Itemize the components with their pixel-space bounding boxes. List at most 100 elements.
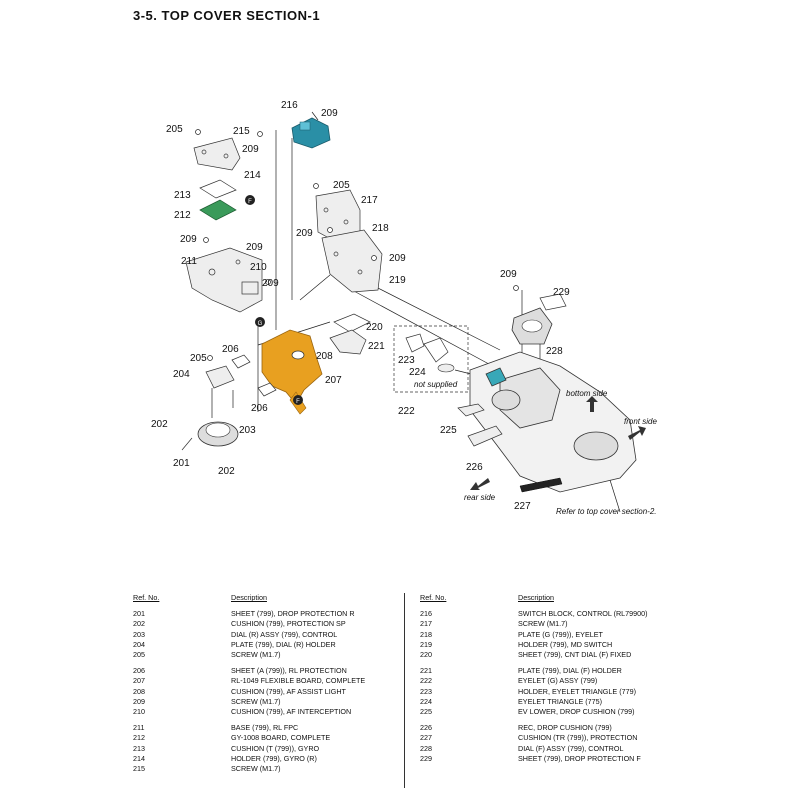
table-row: 213 CUSHION (T (799)), GYRO bbox=[133, 744, 365, 754]
description: EYELET TRIANGLE (775) bbox=[518, 696, 603, 706]
sheet-220 bbox=[333, 313, 371, 333]
rear-side-arrow-icon bbox=[470, 478, 490, 490]
callout-205: 205 bbox=[333, 180, 350, 191]
holder-214 bbox=[193, 137, 241, 171]
description: RL-1049 FLEXIBLE BOARD, COMPLETE bbox=[231, 676, 366, 686]
callout-210: 210 bbox=[250, 262, 267, 273]
page-title: 3-5. TOP COVER SECTION-1 bbox=[133, 8, 321, 23]
svg-text:G: G bbox=[258, 321, 263, 327]
top-cover-body bbox=[469, 351, 637, 493]
ref-no: 227 bbox=[420, 733, 432, 743]
ref-no: 217 bbox=[420, 619, 432, 629]
table-row: 217 SCREW (M1.7) bbox=[420, 619, 648, 629]
ref-no: 216 bbox=[420, 609, 432, 619]
description: SHEET (799), CNT DIAL (F) FIXED bbox=[518, 650, 632, 660]
refer-note: Refer to top cover section-2. bbox=[556, 507, 657, 516]
callout-209: 209 bbox=[246, 242, 263, 253]
front-side-arrow-icon bbox=[628, 426, 646, 440]
ref-no: 210 bbox=[133, 707, 145, 717]
description: GY-1008 BOARD, COMPLETE bbox=[231, 733, 331, 743]
cushion-226 bbox=[467, 425, 503, 447]
table-header: Ref. No. Description bbox=[133, 593, 365, 603]
description: CUSHION (799), AF ASSIST LIGHT bbox=[231, 686, 346, 696]
cushion-227 bbox=[519, 477, 563, 493]
ref-no: 212 bbox=[133, 733, 145, 743]
description: CUSHION (T (799)), GYRO bbox=[231, 743, 320, 753]
ref-no: 218 bbox=[420, 629, 432, 639]
callout-223: 223 bbox=[398, 355, 415, 366]
callout-209: 209 bbox=[180, 234, 197, 245]
description: SWITCH BLOCK, CONTROL (RL79900) bbox=[518, 609, 648, 619]
callout-208: 208 bbox=[316, 351, 333, 362]
callout-202: 202 bbox=[151, 419, 168, 430]
header-desc: Description bbox=[518, 593, 554, 602]
callout-226: 226 bbox=[466, 462, 483, 473]
callout-229: 229 bbox=[553, 287, 570, 298]
table-row: 204 PLATE (799), DIAL (R) HOLDER bbox=[133, 640, 365, 650]
description: PLATE (799), DIAL (F) HOLDER bbox=[518, 666, 622, 676]
ref-no: 213 bbox=[133, 743, 145, 753]
ref-no: 221 bbox=[420, 666, 432, 676]
callout-209: 209 bbox=[242, 144, 259, 155]
callout-203: 203 bbox=[239, 425, 256, 436]
not-supplied-note: not supplied bbox=[414, 380, 458, 389]
description: EYELET (G) ASSY (799) bbox=[518, 676, 598, 686]
description: DIAL (F) ASSY (799), CONTROL bbox=[518, 743, 624, 753]
dial-203 bbox=[181, 421, 239, 451]
ref-no: 226 bbox=[420, 723, 432, 733]
holder-219 bbox=[321, 229, 383, 293]
description: CUSHION (799), AF INTERCEPTION bbox=[231, 707, 352, 717]
description: EV LOWER, DROP CUSHION (799) bbox=[518, 707, 635, 717]
callout-213: 213 bbox=[174, 190, 191, 201]
ref-no: 223 bbox=[420, 686, 432, 696]
description: HOLDER, EYELET TRIANGLE (779) bbox=[518, 686, 636, 696]
table-row: 223 HOLDER, EYELET TRIANGLE (779) bbox=[420, 687, 648, 697]
callout-214: 214 bbox=[244, 170, 261, 181]
cushion-225 bbox=[457, 403, 485, 417]
marker-f-bottom: F bbox=[293, 395, 303, 405]
callout-209: 209 bbox=[389, 253, 406, 264]
screw-icon bbox=[195, 129, 519, 361]
sheet-229 bbox=[539, 293, 567, 311]
base-211 bbox=[185, 247, 263, 313]
table-row: 212 GY-1008 BOARD, COMPLETE bbox=[133, 733, 365, 743]
description: SCREW (M1.7) bbox=[518, 619, 568, 629]
description: PLATE (799), DIAL (R) HOLDER bbox=[231, 639, 336, 649]
description: REC, DROP CUSHION (799) bbox=[518, 723, 612, 733]
table-row: 216 SWITCH BLOCK, CONTROL (RL79900) bbox=[420, 609, 648, 619]
callout-222: 222 bbox=[398, 406, 415, 417]
cushion-213 bbox=[199, 179, 237, 199]
ref-no: 204 bbox=[133, 639, 145, 649]
callout-206: 206 bbox=[222, 344, 239, 355]
callouts: 216 209 205 215 209 214 213 212 209 209 … bbox=[151, 100, 570, 512]
callout-202: 202 bbox=[218, 466, 235, 477]
description: SCREW (M1.7) bbox=[231, 650, 281, 660]
svg-text:F: F bbox=[248, 199, 252, 205]
callout-206: 206 bbox=[251, 403, 268, 414]
callout-217: 217 bbox=[361, 195, 378, 206]
callout-209: 209 bbox=[500, 269, 517, 280]
callout-209: 209 bbox=[296, 228, 313, 239]
table-divider bbox=[404, 593, 405, 788]
description: SHEET (799), DROP PROTECTION R bbox=[231, 609, 355, 619]
ref-no: 229 bbox=[420, 753, 432, 763]
ref-no: 202 bbox=[133, 619, 145, 629]
ref-no: 214 bbox=[133, 753, 145, 763]
callout-209: 209 bbox=[321, 108, 338, 119]
ref-no: 222 bbox=[420, 676, 432, 686]
callout-209: 209 bbox=[262, 278, 279, 289]
flex-board-207 bbox=[261, 329, 323, 415]
